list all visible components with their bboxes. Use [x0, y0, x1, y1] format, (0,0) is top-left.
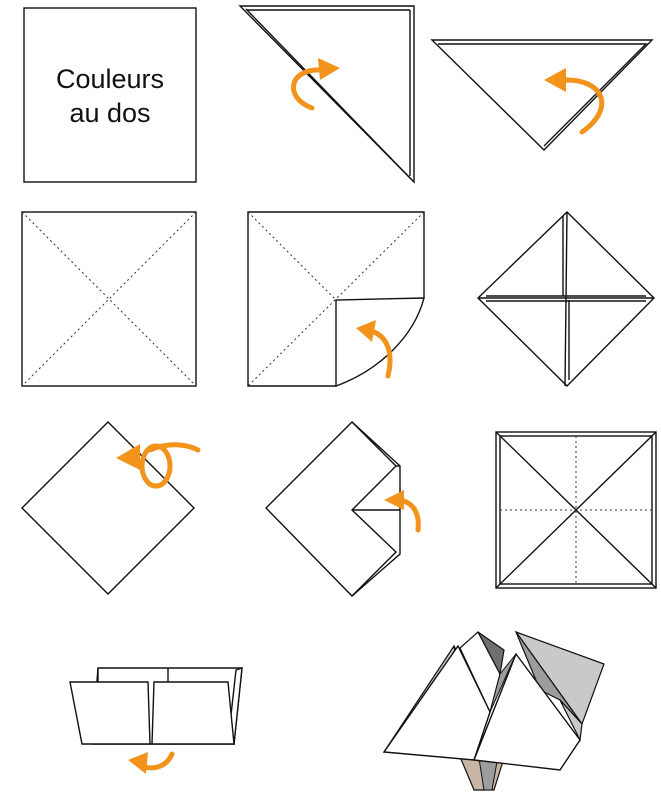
step-4-creased-square — [22, 212, 196, 386]
step-10-fold-half — [70, 668, 242, 774]
step-6-diamond — [478, 212, 654, 386]
fold-arrow-head-icon — [128, 752, 148, 774]
step-7-flip — [22, 422, 198, 594]
step-2-diagonal-fold — [240, 6, 414, 182]
step-5-corner-fold — [248, 212, 424, 386]
step-1-label-line-1: Couleurs — [24, 62, 196, 96]
step-1-label-line-2: au dos — [24, 96, 196, 130]
step-1-label: Couleurs au dos — [24, 62, 196, 130]
step-8-corner-fold — [266, 422, 418, 596]
step-3-triangle — [432, 40, 652, 150]
step-9-creased-square — [496, 432, 656, 588]
flip-arrow-tail-icon — [150, 445, 198, 450]
step-11-fortune-teller — [384, 632, 604, 790]
